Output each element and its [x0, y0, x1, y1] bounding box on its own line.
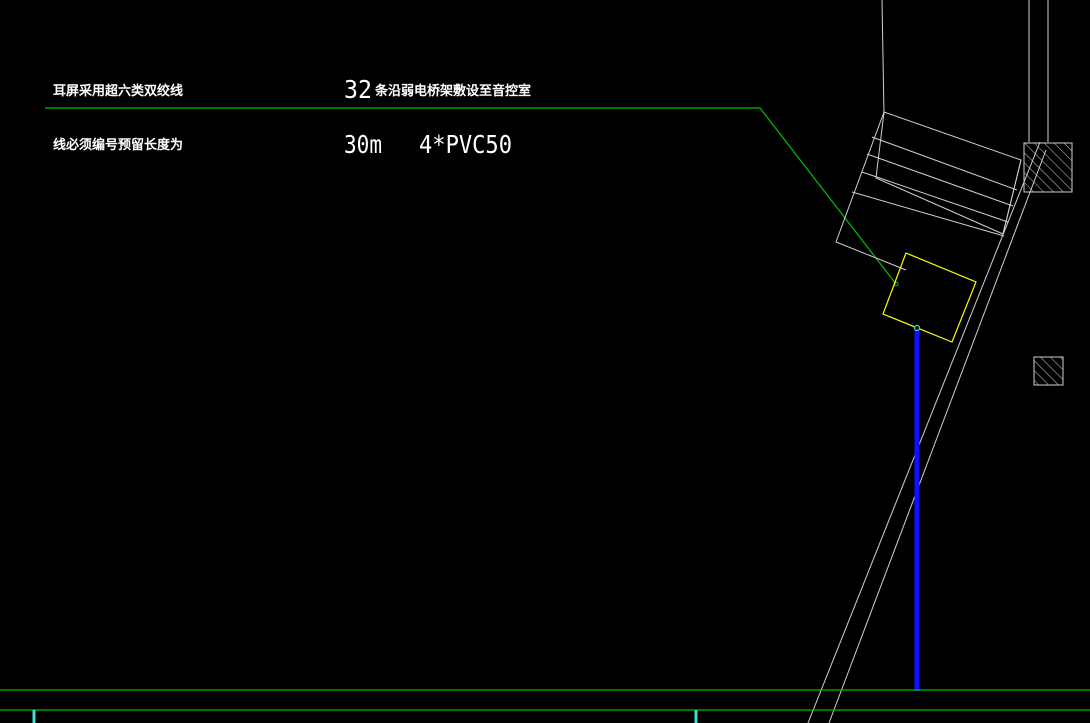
stair-tread	[866, 153, 1014, 207]
stair-tread	[851, 191, 1005, 237]
annotation-line2-left: 线必须编号预留长度为	[53, 137, 183, 153]
stair-outline	[835, 111, 907, 271]
stair-tread	[861, 171, 1009, 223]
equipment-box[interactable]	[882, 252, 977, 343]
riser-node[interactable]	[913, 324, 921, 332]
diagonal-wall-line	[828, 149, 1047, 723]
hatched-column[interactable]	[1033, 356, 1064, 386]
annotation-line1-right: 条沿弱电桥架敷设至音控室	[375, 83, 531, 99]
leader-line[interactable]	[45, 107, 897, 285]
annotation-line2-conduit: 4*PVC50	[419, 130, 512, 159]
wall-line	[881, 0, 885, 116]
annotation-line2-length: 30m	[344, 130, 382, 159]
stair-tread	[871, 136, 1018, 191]
stair-outline	[1002, 159, 1022, 235]
stair-block	[875, 111, 1022, 235]
annotation-line1-count: 32	[344, 75, 372, 104]
hatched-column[interactable]	[1023, 142, 1073, 193]
diagonal-wall-line	[807, 141, 1041, 723]
annotation-line1-left: 耳屏采用超六类双绞线	[53, 83, 183, 99]
